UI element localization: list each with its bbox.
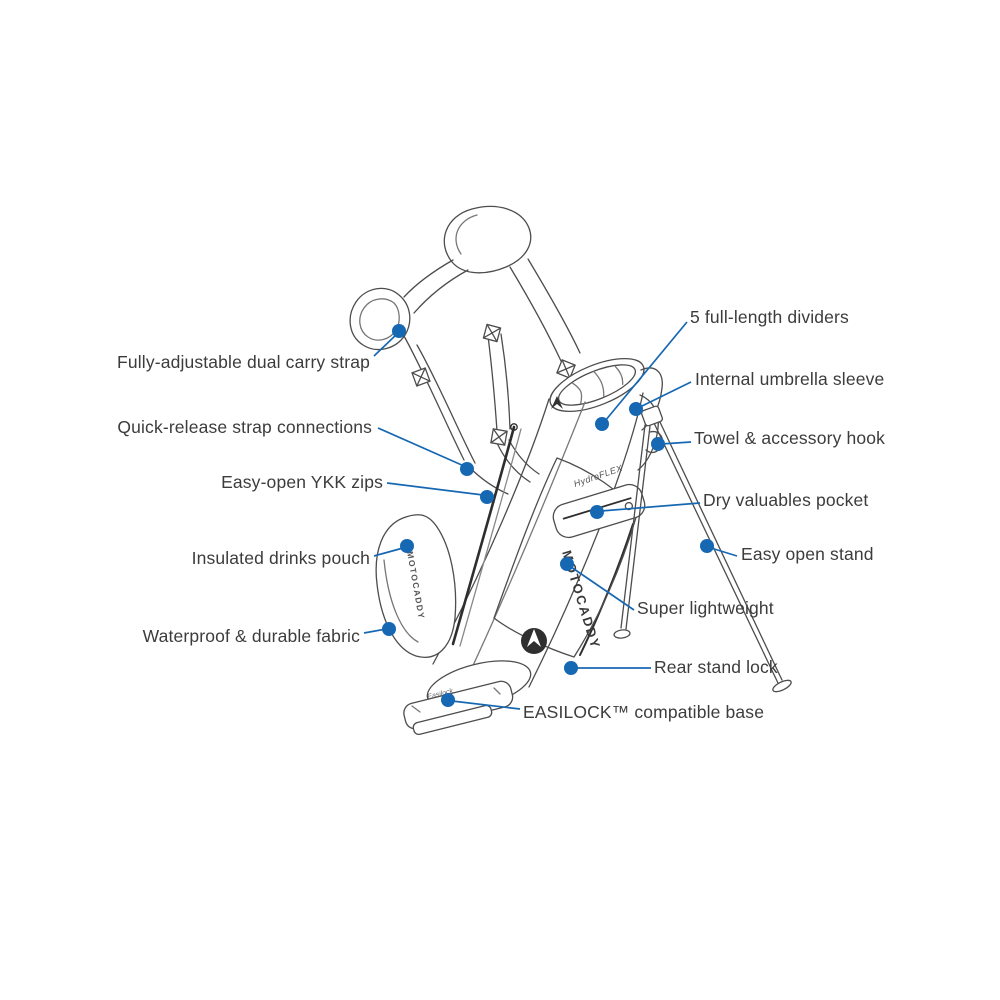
- strap-loop: [349, 287, 411, 351]
- line-ykk-zips: [386, 482, 484, 496]
- carry-straps: [403, 258, 581, 495]
- fabric-label-text: HydroFLEX: [572, 463, 624, 489]
- callout-label-drinks-pouch: Insulated drinks pouch: [191, 548, 370, 568]
- shoulder-strap-pad: [443, 205, 532, 274]
- dot-quick-release: [460, 462, 474, 476]
- line-dividers: [604, 321, 688, 422]
- dot-lightweight: [560, 557, 574, 571]
- callout-label-carry-strap: Fully-adjustable dual carry strap: [117, 352, 370, 372]
- callout-label-easilock: EASILOCK™ compatible base: [523, 702, 765, 722]
- line-umbrella: [639, 381, 692, 408]
- callout-label-waterproof: Waterproof & durable fabric: [142, 626, 360, 646]
- callout-connectors: [363, 321, 738, 710]
- line-lightweight: [570, 566, 635, 611]
- dot-ykk-zips: [480, 490, 494, 504]
- callout-label-stand-lock: Rear stand lock: [654, 657, 778, 677]
- dot-stand-lock: [564, 661, 578, 675]
- line-easilock: [451, 700, 521, 710]
- line-drinks-pouch: [373, 547, 404, 557]
- dot-easy-stand: [700, 539, 714, 553]
- dot-towel-hook: [651, 437, 665, 451]
- callout-label-easy-stand: Easy open stand: [741, 544, 874, 564]
- line-quick-release: [377, 427, 465, 467]
- line-carry-strap: [373, 333, 398, 357]
- dot-waterproof: [382, 622, 396, 636]
- dot-dividers: [595, 417, 609, 431]
- callout-label-dry-valuables: Dry valuables pocket: [703, 490, 869, 510]
- strap-buckles: [411, 323, 576, 446]
- callout-label-lightweight: Super lightweight: [637, 598, 774, 618]
- callout-label-dividers: 5 full-length dividers: [690, 307, 849, 327]
- brand-logo-icon: [521, 396, 563, 654]
- callout-label-ykk-zips: Easy-open YKK zips: [221, 472, 383, 492]
- callout-label-quick-release: Quick-release strap connections: [117, 417, 372, 437]
- dot-carry-strap: [392, 324, 406, 338]
- dot-easilock: [441, 693, 455, 707]
- line-easy-stand: [710, 547, 738, 557]
- line-towel-hook: [660, 441, 692, 445]
- feature-dots: [382, 324, 714, 707]
- ykk-zip-stripe: [451, 423, 634, 656]
- stand-legs: [613, 405, 792, 693]
- line-dry-valuables: [600, 502, 701, 512]
- callout-label-towel-hook: Towel & accessory hook: [694, 428, 886, 448]
- dot-umbrella: [629, 402, 643, 416]
- dot-dry-valuables: [590, 505, 604, 519]
- callout-label-umbrella: Internal umbrella sleeve: [695, 369, 885, 389]
- base-unit: [403, 680, 514, 736]
- dot-drinks-pouch: [400, 539, 414, 553]
